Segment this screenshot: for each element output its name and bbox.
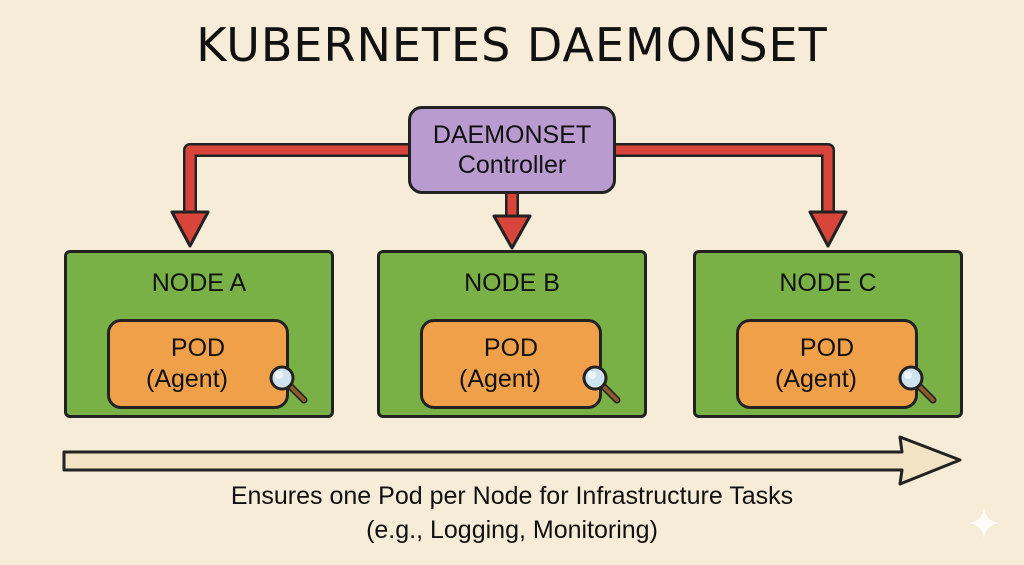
node-a: NODE A POD (Agent) — [64, 250, 334, 418]
controller-title: DAEMONSET — [432, 121, 592, 149]
controller-subtitle: Controller — [457, 151, 567, 179]
magnifying-glass-icon — [269, 365, 308, 404]
magnifying-glass-icon — [898, 365, 937, 404]
pod-agent: POD (Agent) — [107, 319, 308, 409]
arrow-to-node-c — [614, 143, 835, 218]
daemonset-controller: DAEMONSET Controller — [408, 106, 616, 194]
arrow-to-node-a — [183, 143, 410, 218]
timeline-arrow — [62, 435, 962, 486]
caption-line-2: (e.g., Logging, Monitoring) — [366, 515, 658, 544]
pod-subtitle: (Agent) — [775, 365, 857, 393]
caption-line-1: Ensures one Pod per Node for Infrastruct… — [230, 482, 794, 510]
pod-subtitle: (Agent) — [146, 365, 228, 393]
pod-title: POD — [483, 333, 539, 362]
pod-agent: POD (Agent) — [736, 319, 937, 409]
node-label: NODE C — [779, 269, 877, 297]
magnifying-glass-icon — [582, 365, 621, 404]
pod-title: POD — [799, 333, 855, 362]
node-b: NODE B POD (Agent) — [377, 250, 647, 418]
caption: Ensures one Pod per Node for Infrastruct… — [0, 480, 1024, 548]
node-label: NODE A — [151, 269, 247, 297]
diagram-title: KUBERNETES DAEMONSET — [196, 18, 828, 72]
sparkle-icon — [968, 507, 1000, 539]
pod-agent: POD (Agent) — [420, 319, 621, 409]
pod-title: POD — [170, 333, 226, 362]
node-label: NODE B — [464, 269, 560, 297]
pod-subtitle: (Agent) — [459, 365, 541, 393]
node-c: NODE C POD (Agent) — [693, 250, 963, 418]
